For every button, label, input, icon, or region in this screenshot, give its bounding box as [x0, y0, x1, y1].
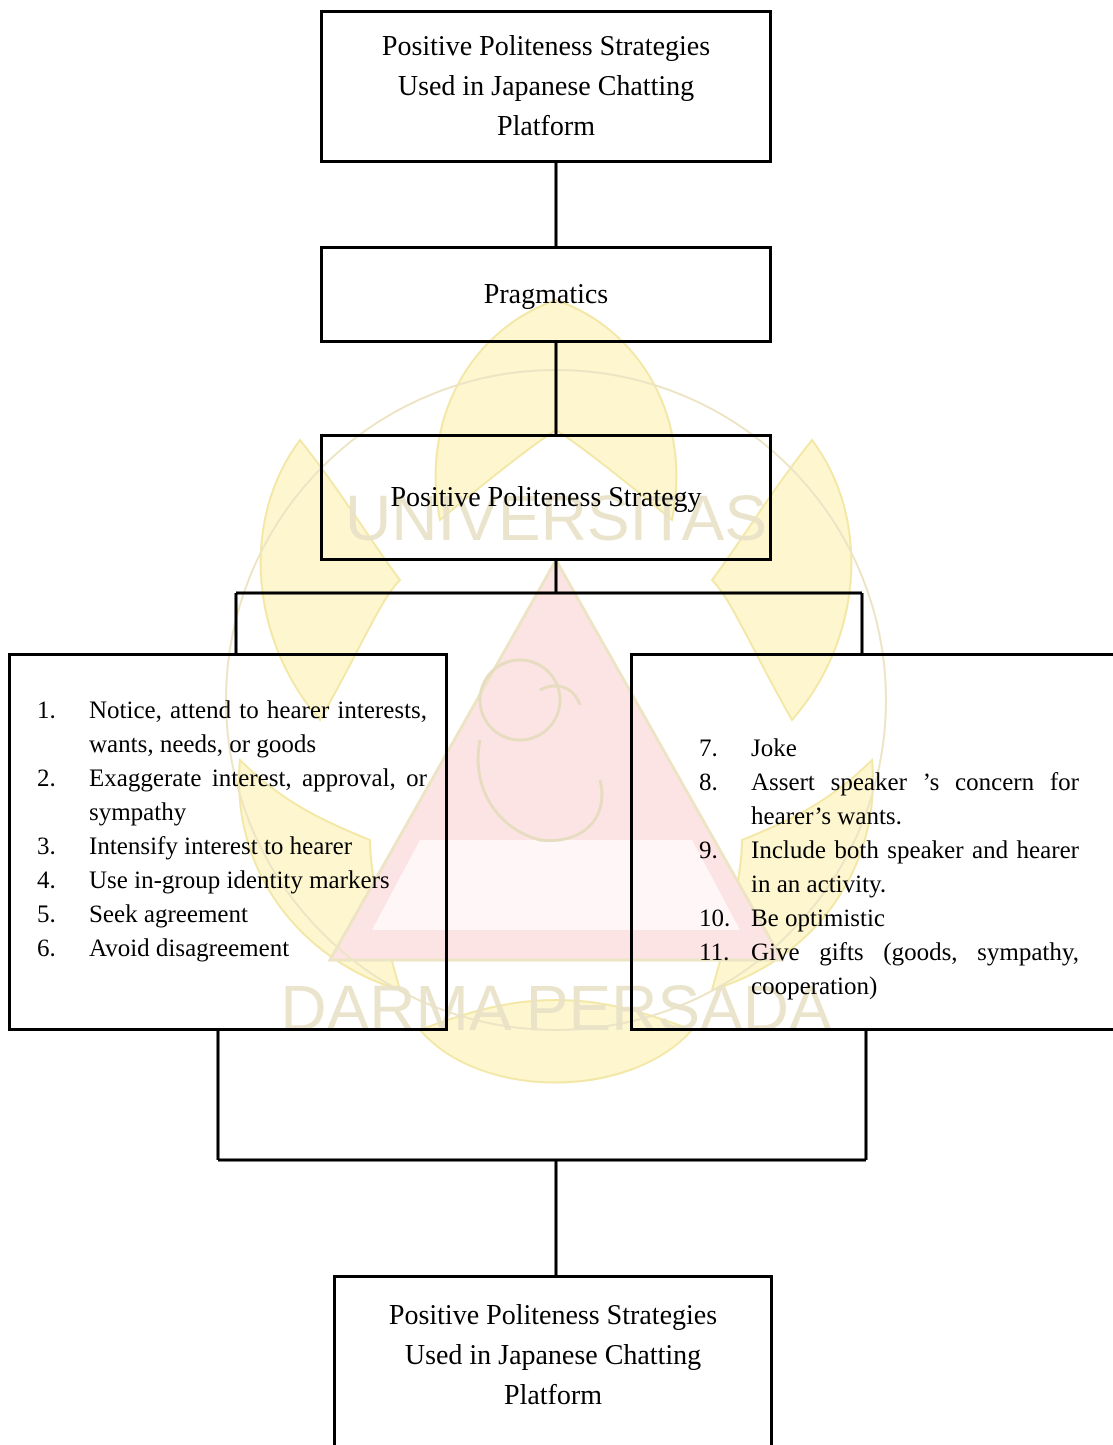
item-text: Seek agreement	[89, 901, 248, 928]
watermark-top-text: UNIVERSITAS	[345, 482, 767, 554]
watermark-figure	[476, 658, 604, 843]
item-text: Give gifts (goods, sympathy, cooperation…	[751, 939, 1079, 1000]
list-item: 9. Include both speaker and hearer in an …	[699, 834, 1079, 902]
item-number: 8.	[699, 769, 718, 796]
item-number: 5.	[37, 901, 56, 928]
right-strategy-list-box: 7. Joke 8. Assert speaker ’s concern for h…	[630, 653, 1113, 1031]
list-item: 2. Exaggerate interest, approval, or symp…	[37, 762, 427, 830]
list-item: 10. Be optimistic	[699, 902, 1079, 936]
item-text: Intensify interest to hearer	[89, 833, 353, 860]
item-text: Notice, attend to hearer interests, want…	[89, 697, 427, 758]
item-number: 6.	[37, 935, 56, 962]
list-item: 3. Intensify interest to hearer	[37, 830, 427, 864]
right-strategy-list: 7. Joke 8. Assert speaker ’s concern for h…	[699, 732, 1079, 1004]
item-number: 2.	[37, 765, 56, 792]
watermark-band	[372, 840, 740, 930]
positive-politeness-strategy-label: Positive Politeness Strategy	[390, 481, 702, 513]
pragmatics-label: Pragmatics	[483, 278, 609, 310]
item-text: Avoid disagreement	[89, 935, 290, 962]
watermark-bottom-text: DARMA PERSADA	[280, 972, 832, 1044]
item-number: 7.	[699, 735, 718, 762]
left-strategy-list: 1. Notice, attend to hearer interests, wa…	[37, 694, 427, 966]
item-number: 9.	[699, 837, 718, 864]
item-text: Assert speaker ’s concern for hearer’s w…	[751, 769, 1079, 830]
bottom-title-box: Positive Politeness Strategies Used in J…	[333, 1275, 773, 1445]
item-number: 11.	[699, 939, 730, 966]
item-number: 3.	[37, 833, 56, 860]
list-item: 6. Avoid disagreement	[37, 932, 427, 966]
item-text: Include both speaker and hearer in an ac…	[751, 837, 1079, 898]
list-item: 11. Give gifts (goods, sympathy, cooperat…	[699, 936, 1079, 1004]
item-number: 4.	[37, 867, 56, 894]
bottom-title-text: Positive Politeness Strategies Used in J…	[388, 1300, 718, 1411]
item-text: Exaggerate interest, approval, or sympat…	[89, 765, 427, 826]
pragmatics-box: Pragmatics	[320, 246, 772, 343]
watermark-petals	[238, 298, 874, 1084]
top-title-box: Positive Politeness Strategies Used in J…	[320, 10, 772, 163]
item-text: Joke	[751, 735, 797, 762]
watermark-lettering: UNIVERSITAS DARMA PERSADA	[280, 482, 832, 1044]
list-item: 5. Seek agreement	[37, 898, 427, 932]
list-item: 4. Use in-group identity markers	[37, 864, 427, 898]
list-item: 1. Notice, attend to hearer interests, wa…	[37, 694, 427, 762]
item-text: Use in-group identity markers	[89, 867, 390, 894]
item-number: 10.	[699, 905, 731, 932]
item-number: 1.	[37, 697, 56, 724]
left-strategy-list-box: 1. Notice, attend to hearer interests, wa…	[8, 653, 448, 1031]
list-item: 8. Assert speaker ’s concern for hearer’s…	[699, 766, 1079, 834]
list-item: 7. Joke	[699, 732, 1079, 766]
top-title-text: Positive Politeness Strategies Used in J…	[381, 30, 711, 142]
positive-politeness-strategy-box: Positive Politeness Strategy	[320, 434, 772, 561]
item-text: Be optimistic	[751, 905, 886, 932]
